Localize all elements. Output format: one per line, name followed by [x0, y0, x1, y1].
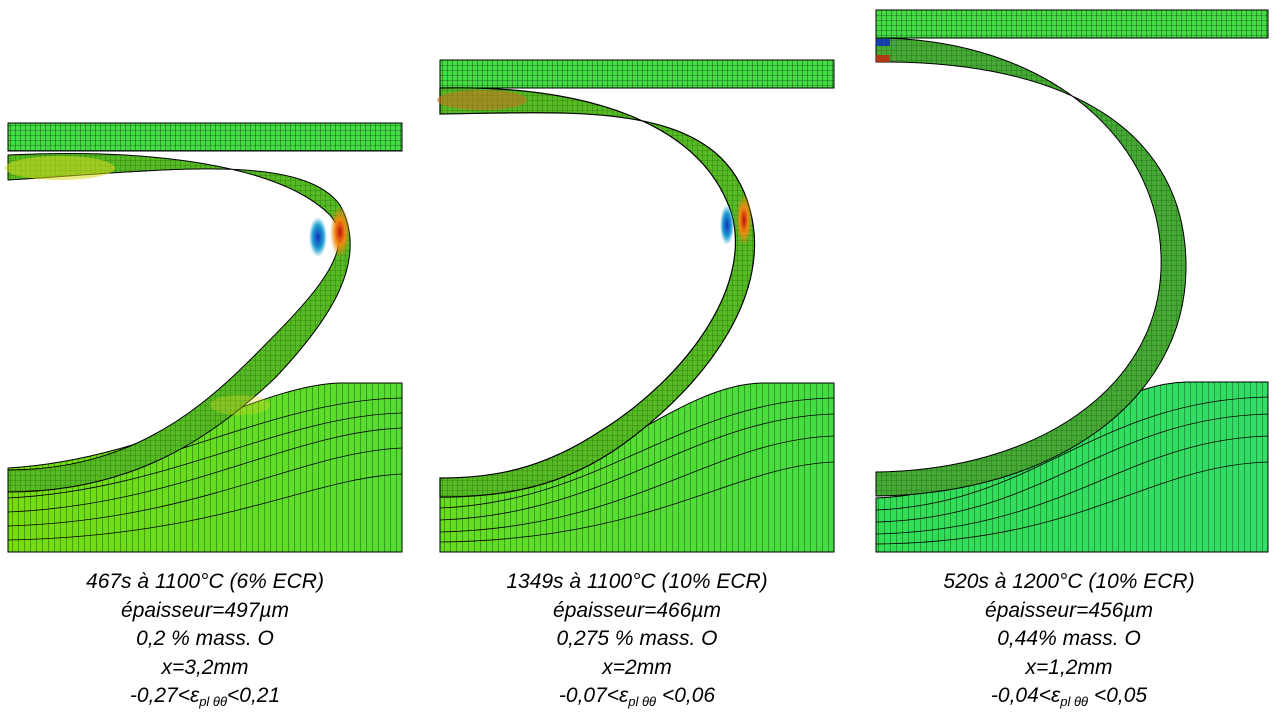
caption-strain-range: -0,07<εpl θθ <0,06 [558, 684, 716, 709]
caption-oxygen: 0,275 % mass. O [556, 627, 718, 650]
caption-3: 520s à 1200°C (10% ECR) épaisseur=456µm … [866, 568, 1272, 717]
simulation-panel-1: 467s à 1100°C (6% ECR) épaisseur=497µm 0… [0, 0, 420, 717]
caption-1: 467s à 1100°C (6% ECR) épaisseur=497µm 0… [0, 568, 410, 717]
caption-oxygen: 0,2 % mass. O [136, 627, 274, 650]
mesh-figure-1 [5, 122, 403, 553]
caption-oxygen: 0,44% mass. O [997, 627, 1141, 650]
caption-position: x=2mm [602, 655, 672, 679]
caption-condition: 520s à 1200°C (10% ECR) [943, 570, 1195, 593]
caption-thickness: épaisseur=497µm [121, 598, 289, 622]
caption-thickness: épaisseur=466µm [553, 598, 721, 622]
caption-strain-range: -0,27<εpl θθ<0,21 [129, 684, 281, 709]
caption-position: x=3,2mm [161, 655, 249, 679]
caption-condition: 1349s à 1100°C (10% ECR) [506, 570, 768, 593]
caption-thickness: épaisseur=456µm [985, 598, 1153, 622]
caption-position: x=1,2mm [1025, 655, 1113, 679]
simulation-panel-3: 520s à 1200°C (10% ECR) épaisseur=456µm … [866, 0, 1272, 717]
caption-2: 1349s à 1100°C (10% ECR) épaisseur=466µm… [432, 568, 842, 717]
simulation-panel-2: 1349s à 1100°C (10% ECR) épaisseur=466µm… [432, 0, 852, 717]
mesh-figure-3 [875, 9, 1269, 553]
caption-strain-range: -0,04<εpl θθ <0,05 [990, 684, 1148, 709]
caption-condition: 467s à 1100°C (6% ECR) [86, 570, 324, 593]
mesh-figure-2 [437, 59, 835, 553]
